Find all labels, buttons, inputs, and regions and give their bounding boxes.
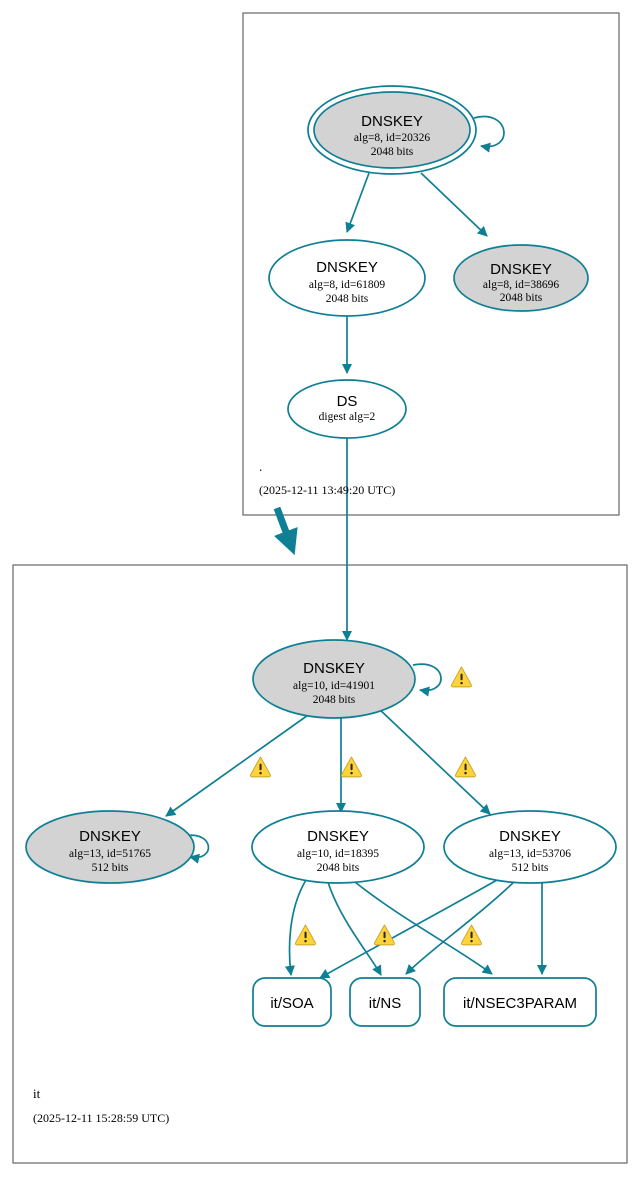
warning-triangle-icon[interactable] — [341, 756, 362, 778]
node-params: alg=10, id=41901 — [293, 680, 375, 692]
zone-timestamp-root: (2025-12-11 13:49:20 UTC) — [259, 483, 395, 497]
edge-root-ksk-self — [473, 115, 505, 153]
node-rrset-soa[interactable]: it/SOA — [252, 977, 332, 1027]
node-params: alg=13, id=53706 — [489, 848, 571, 860]
warning-triangle-icon[interactable] — [455, 756, 476, 778]
node-size: 2048 bits — [317, 862, 360, 874]
node-dnskey-18395[interactable]: DNSKEY alg=10, id=18395 2048 bits — [251, 810, 425, 884]
edge-it-ksk-to-51765 — [165, 707, 319, 817]
node-dnskey-53706[interactable]: DNSKEY alg=13, id=53706 512 bits — [443, 810, 617, 884]
node-title: DS — [337, 393, 358, 410]
node-params: alg=10, id=18395 — [297, 848, 379, 860]
rrset-label: it/SOA — [270, 995, 313, 1012]
warning-triangle-icon[interactable] — [295, 924, 316, 946]
warning-triangle-icon[interactable] — [461, 924, 482, 946]
edge-it-ksk-self — [412, 663, 442, 697]
edge-root-ksk-to-38696 — [420, 172, 488, 237]
warning-triangle-icon[interactable] — [451, 666, 472, 688]
rrset-label: it/NSEC3PARAM — [463, 995, 577, 1012]
warning-triangle-icon[interactable] — [374, 924, 395, 946]
node-title: DNSKEY — [499, 828, 561, 845]
edge-53706-to-ns — [405, 879, 517, 975]
edge-18395-to-soa — [284, 879, 307, 977]
edge-53706-to-soa — [319, 879, 498, 979]
zone-label-it: it — [33, 1086, 41, 1101]
node-params: alg=8, id=38696 — [483, 279, 559, 291]
warning-triangle-icon[interactable] — [250, 756, 271, 778]
node-dnskey-51765[interactable]: DNSKEY alg=13, id=51765 512 bits — [25, 810, 195, 884]
node-dnskey-61809[interactable]: DNSKEY alg=8, id=61809 2048 bits — [268, 239, 426, 317]
node-title: DNSKEY — [361, 113, 423, 130]
node-ds-it[interactable]: DS digest alg=2 — [287, 379, 407, 439]
node-title: DNSKEY — [490, 261, 552, 278]
zone-label-root: . — [259, 459, 262, 474]
node-rrset-nsec3param[interactable]: it/NSEC3PARAM — [443, 977, 597, 1027]
node-rrset-ns[interactable]: it/NS — [349, 977, 421, 1027]
node-size: 512 bits — [92, 862, 129, 874]
rrset-label: it/NS — [369, 995, 402, 1012]
node-params: alg=8, id=20326 — [354, 132, 430, 144]
edge-it-ksk-to-53706 — [377, 707, 491, 815]
node-dnskey-20326[interactable]: DNSKEY alg=8, id=20326 2048 bits — [307, 85, 477, 175]
zone-timestamp-it: (2025-12-11 15:28:59 UTC) — [33, 1111, 169, 1125]
node-size: 2048 bits — [313, 694, 356, 706]
node-title: DNSKEY — [303, 660, 365, 677]
node-title: DNSKEY — [316, 259, 378, 276]
node-dnskey-41901[interactable]: DNSKEY alg=10, id=41901 2048 bits — [252, 639, 416, 719]
node-size: 2048 bits — [371, 146, 414, 158]
node-params: digest alg=2 — [319, 411, 376, 423]
edge-root-ksk-to-61809 — [345, 172, 370, 233]
node-params: alg=8, id=61809 — [309, 279, 385, 291]
node-title: DNSKEY — [307, 828, 369, 845]
edge-51765-self — [183, 834, 210, 864]
edge-18395-to-nsec3param — [354, 881, 493, 975]
node-size: 2048 bits — [500, 292, 543, 304]
edge-delegation-root-to-it — [273, 506, 298, 556]
node-dnskey-38696[interactable]: DNSKEY alg=8, id=38696 2048 bits — [453, 244, 589, 312]
edge-18395-to-ns — [327, 881, 382, 976]
node-params: alg=13, id=51765 — [69, 848, 151, 860]
node-size: 2048 bits — [326, 293, 369, 305]
node-title: DNSKEY — [79, 828, 141, 845]
node-size: 512 bits — [512, 862, 549, 874]
